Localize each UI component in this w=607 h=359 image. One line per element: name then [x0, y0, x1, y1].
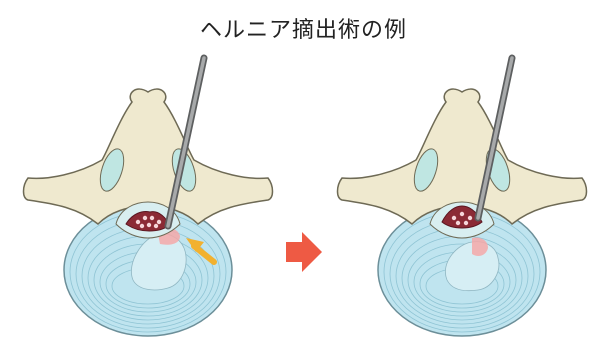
right-arrow-icon	[286, 232, 322, 272]
vertebra-after-diagram	[322, 48, 602, 348]
diagram-title: ヘルニア摘出術の例	[0, 12, 607, 44]
vertebra-before-diagram	[8, 48, 288, 348]
